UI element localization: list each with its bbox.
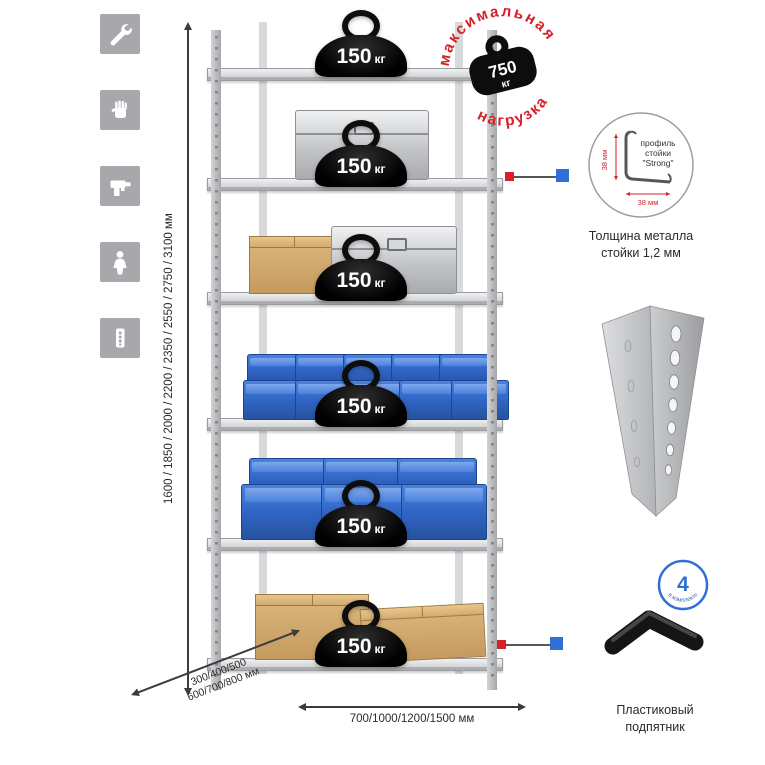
gloves-icon: [111, 100, 127, 118]
load-value: 150: [336, 394, 372, 418]
load-unit: кг: [374, 276, 386, 290]
profile-feature-tile: [100, 318, 140, 358]
height-dimension-label: 1600 / 1850 / 2000 / 2200 / 2350 / 2550 …: [163, 213, 175, 505]
post-right-flange: [649, 305, 705, 517]
storage-bin: [401, 484, 487, 540]
perforated-post-image: [601, 305, 705, 517]
profile-label-2: стойки: [645, 148, 671, 158]
width-arrow-right: [518, 703, 526, 711]
post-perforations-left: [624, 339, 640, 468]
height-dimension-line: [187, 24, 189, 694]
load-unit: кг: [374, 162, 386, 176]
load-value: 150: [336, 634, 372, 658]
storage-bin: [451, 380, 509, 420]
connector-blue-marker: [556, 169, 569, 182]
profile-lips: [629, 130, 672, 183]
dim-horizontal-label: 38 мм: [638, 198, 659, 207]
profile-caption: Толщина металла стойки 1,2 мм: [566, 228, 716, 262]
profile-caption-line1: Толщина металла: [588, 229, 694, 243]
height-arrow-bottom: [184, 688, 192, 696]
stamp-weight-body-icon: [469, 46, 537, 96]
max-load-stamp: максимальная нагрузка 750 кг: [436, 4, 561, 138]
connector-red-marker: [505, 172, 514, 181]
load-unit: кг: [374, 402, 386, 416]
storage-bin: [241, 484, 327, 540]
detail-circle-border: [588, 112, 694, 218]
storage-bin: [399, 380, 457, 420]
post-perforations: [664, 325, 682, 476]
width-dimension-line: [300, 706, 524, 708]
wrench-icon: [110, 24, 132, 46]
badge-circle: [657, 559, 709, 611]
load-unit: кг: [374, 52, 386, 66]
storage-bin: [243, 380, 301, 420]
assembly-feature-tile: [100, 14, 140, 54]
perforated-profile-icon: [116, 328, 125, 348]
connector-red-marker: [497, 640, 506, 649]
rack-front-post: [487, 30, 497, 690]
foot-body: [604, 610, 704, 655]
foot-highlight: [611, 611, 697, 642]
profile-label-3: "Strong": [642, 158, 673, 168]
stamp-arc-bottom: нагрузка: [472, 90, 556, 138]
width-arrow-left: [298, 703, 306, 711]
connector-line: [506, 644, 550, 646]
profile-caption-line2: стойки 1,2 мм: [601, 245, 681, 260]
width-dimension-label: 700/1000/1200/1500 мм: [349, 713, 475, 725]
foot-caption-line2: подпятник: [625, 719, 685, 734]
included-count-badge: 4 в комплекте: [657, 559, 709, 611]
person-icon: [113, 251, 127, 275]
height-arrow-top: [184, 22, 192, 30]
dim-vertical-label: 38 мм: [600, 150, 609, 171]
gloves-feature-tile: [100, 90, 140, 130]
svg-text:нагрузка: нагрузка: [472, 90, 556, 138]
drill-feature-tile: [100, 166, 140, 206]
rack-front-post: [211, 30, 221, 690]
plastic-foot-image: [604, 610, 704, 655]
profile-drawing: [624, 130, 671, 184]
connector-blue-marker: [550, 637, 563, 650]
load-value: 150: [336, 514, 372, 538]
load-value: 150: [336, 268, 372, 292]
badge-count: 4: [677, 573, 689, 596]
foot-caption-line1: Пластиковый: [616, 703, 694, 717]
drill-icon: [110, 180, 131, 196]
person-feature-tile: [100, 242, 140, 282]
post-left-flange: [601, 305, 657, 517]
rack-back-post: [455, 22, 463, 674]
profile-label-1: профиль: [640, 138, 676, 148]
rack-back-post: [259, 22, 267, 674]
load-unit: кг: [374, 642, 386, 656]
load-value: 150: [336, 44, 372, 68]
stamp-load-unit: кг: [500, 78, 512, 91]
post-profile-detail: 38 мм 38 мм профиль стойки "Strong": [588, 112, 694, 218]
load-value: 150: [336, 154, 372, 178]
load-unit: кг: [374, 522, 386, 536]
connector-line: [514, 176, 556, 178]
foot-caption: Пластиковый подпятник: [580, 702, 730, 736]
